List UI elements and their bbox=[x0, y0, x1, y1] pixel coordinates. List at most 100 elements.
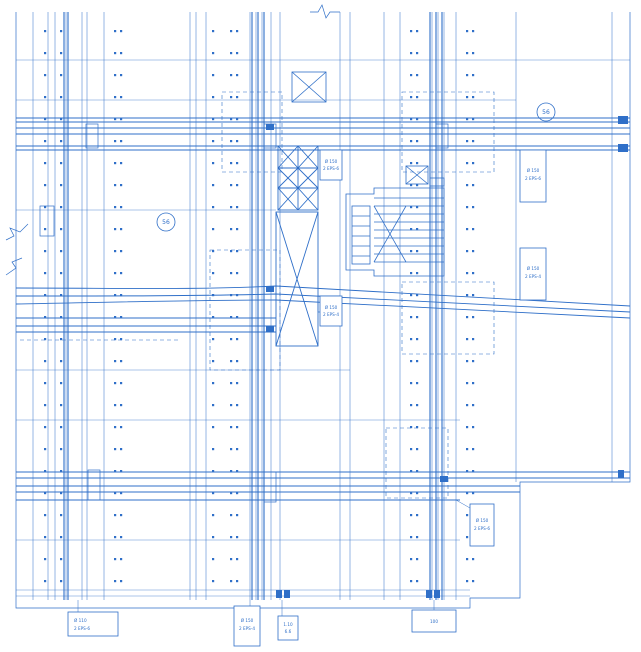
fixture-dot bbox=[230, 360, 233, 363]
vertical-pipes bbox=[63, 12, 443, 600]
svg-text:2 EPS-6: 2 EPS-6 bbox=[474, 526, 490, 531]
fixture-dot bbox=[466, 470, 469, 473]
fixture-dot bbox=[60, 536, 63, 539]
fixture-dot bbox=[230, 514, 233, 517]
fixture-dot bbox=[230, 206, 233, 209]
fixture-dot bbox=[44, 118, 47, 121]
fixture-dot bbox=[114, 404, 117, 407]
fixture-dot bbox=[236, 294, 239, 297]
fixture-dot bbox=[416, 118, 419, 121]
fixture-dot bbox=[472, 74, 475, 77]
fixture-dot bbox=[472, 162, 475, 165]
fixture-dot bbox=[410, 162, 413, 165]
fixture-dot bbox=[466, 52, 469, 55]
fixture-dot bbox=[114, 272, 117, 275]
fixture-dot bbox=[60, 360, 63, 363]
fixture-dot bbox=[114, 426, 117, 429]
fixture-dot bbox=[416, 316, 419, 319]
fixture-dot bbox=[60, 470, 63, 473]
fixture-dot bbox=[114, 228, 117, 231]
fixture-dot bbox=[114, 316, 117, 319]
fixture-dot bbox=[466, 558, 469, 561]
vertical-grid bbox=[32, 12, 613, 600]
fixture-dot bbox=[416, 536, 419, 539]
fixture-dot bbox=[472, 382, 475, 385]
fixture-dot bbox=[212, 536, 215, 539]
fixture-dot bbox=[60, 118, 63, 121]
fixture-dot bbox=[60, 514, 63, 517]
pipe-tag: Ø 150 2 EPS-4 bbox=[519, 247, 547, 301]
fixture-dot bbox=[120, 184, 123, 187]
fixture-dot bbox=[472, 360, 475, 363]
fixture-dot bbox=[120, 580, 123, 583]
fixture-dot bbox=[230, 228, 233, 231]
fixture-dot bbox=[236, 140, 239, 143]
fixture-dot bbox=[230, 272, 233, 275]
fixture-dot bbox=[416, 206, 419, 209]
fixture-dot bbox=[212, 514, 215, 517]
fixture-dot bbox=[416, 426, 419, 429]
fixture-dot bbox=[230, 52, 233, 55]
fixture-dot bbox=[114, 294, 117, 297]
fixture-dot bbox=[236, 338, 239, 341]
fixture-dot bbox=[60, 294, 63, 297]
fixture-dot bbox=[44, 272, 47, 275]
fixture-dot bbox=[410, 272, 413, 275]
fixture-dot bbox=[60, 448, 63, 451]
horizontal-pipes-upper bbox=[16, 117, 630, 151]
fixture-dot bbox=[236, 316, 239, 319]
fixture-dot bbox=[44, 580, 47, 583]
fixture-dot bbox=[410, 294, 413, 297]
fixture-dot bbox=[120, 52, 123, 55]
fixture-dot bbox=[236, 558, 239, 561]
fixture-dot bbox=[466, 338, 469, 341]
fixture-dot bbox=[466, 514, 469, 517]
svg-text:6.6: 6.6 bbox=[285, 629, 292, 634]
fixture-dot bbox=[60, 30, 63, 33]
fixture-dot bbox=[416, 580, 419, 583]
fixture-dot bbox=[44, 162, 47, 165]
fixture-dot bbox=[416, 514, 419, 517]
pipe-end-caps bbox=[266, 116, 628, 598]
elevator-core bbox=[275, 145, 319, 347]
fixture-dot bbox=[466, 294, 469, 297]
fixture-dot bbox=[44, 74, 47, 77]
fixture-dot bbox=[114, 30, 117, 33]
fixture-dot bbox=[416, 448, 419, 451]
fixture-dot bbox=[410, 426, 413, 429]
fixture-dot bbox=[120, 118, 123, 121]
fixture-dot bbox=[410, 74, 413, 77]
fixture-dot bbox=[120, 382, 123, 385]
fixture-dot bbox=[230, 184, 233, 187]
fixture-dot bbox=[212, 426, 215, 429]
fixture-dot bbox=[236, 206, 239, 209]
fixture-dot bbox=[466, 580, 469, 583]
fixture-dot bbox=[472, 580, 475, 583]
fixture-dot bbox=[120, 74, 123, 77]
fixture-dot bbox=[120, 448, 123, 451]
fixture-dot bbox=[472, 316, 475, 319]
fixture-dot bbox=[472, 30, 475, 33]
fixture-dot bbox=[120, 272, 123, 275]
fixture-dots bbox=[44, 30, 475, 583]
fixture-dot bbox=[114, 536, 117, 539]
fixture-dot bbox=[60, 492, 63, 495]
fixture-dot bbox=[44, 228, 47, 231]
zone-marker-1: 56 bbox=[156, 212, 176, 232]
fixture-dot bbox=[60, 184, 63, 187]
fixture-dot bbox=[236, 580, 239, 583]
fixture-dot bbox=[416, 250, 419, 253]
svg-text:2 EPS-4: 2 EPS-4 bbox=[525, 274, 541, 279]
fixture-dot bbox=[236, 74, 239, 77]
fixture-dot bbox=[410, 206, 413, 209]
fixture-dot bbox=[60, 426, 63, 429]
fixture-dot bbox=[472, 404, 475, 407]
pipe-tag: 100 bbox=[411, 609, 457, 633]
fixture-dot bbox=[120, 162, 123, 165]
fixture-dot bbox=[114, 96, 117, 99]
fixture-dot bbox=[120, 250, 123, 253]
svg-text:Ø 150: Ø 150 bbox=[527, 168, 540, 173]
fixture-dot bbox=[236, 426, 239, 429]
fixture-dot bbox=[472, 338, 475, 341]
fixture-dot bbox=[44, 558, 47, 561]
